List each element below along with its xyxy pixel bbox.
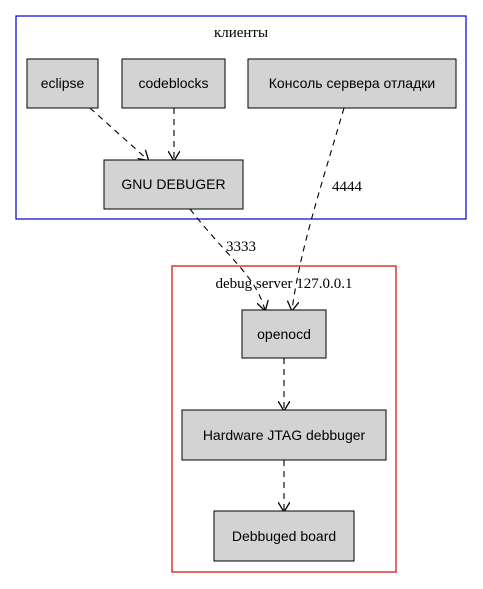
- node-eclipse[interactable]: eclipse: [26, 58, 99, 109]
- cluster-debug-server-border: [171, 265, 397, 573]
- edge-console-openocd: [292, 107, 345, 310]
- node-jtag-debugger-label: Hardware JTAG debbuger: [203, 427, 366, 443]
- node-debugged-board-label: Debbuged board: [232, 528, 336, 544]
- node-gnu-debuger-label: GNU DEBUGER: [121, 176, 225, 192]
- node-debug-console[interactable]: Консоль сервера отладки: [247, 58, 457, 109]
- edges: [89, 107, 345, 511]
- cluster-clients-label: клиенты: [214, 25, 268, 41]
- node-jtag-debugger[interactable]: Hardware JTAG debbuger: [181, 409, 387, 461]
- node-debug-console-label: Консоль сервера отладки: [269, 75, 435, 91]
- cluster-clients: клиенты: [15, 15, 467, 220]
- cluster-debug-server-label: debug server 127.0.0.1: [215, 276, 352, 292]
- node-openocd[interactable]: openocd: [241, 309, 327, 359]
- edge-eclipse-gnu: [89, 107, 148, 160]
- node-codeblocks[interactable]: codeblocks: [121, 58, 226, 109]
- node-openocd-label: openocd: [257, 326, 311, 342]
- edge-label-3333: 3333: [226, 239, 256, 255]
- node-debugged-board[interactable]: Debbuged board: [213, 510, 355, 562]
- cluster-clients-border: [15, 15, 467, 220]
- edge-label-4444: 4444: [332, 179, 363, 195]
- edge-gnu-openocd: [189, 208, 265, 310]
- node-eclipse-label: eclipse: [41, 75, 85, 91]
- node-codeblocks-label: codeblocks: [138, 75, 208, 91]
- node-gnu-debuger[interactable]: GNU DEBUGER: [103, 159, 244, 210]
